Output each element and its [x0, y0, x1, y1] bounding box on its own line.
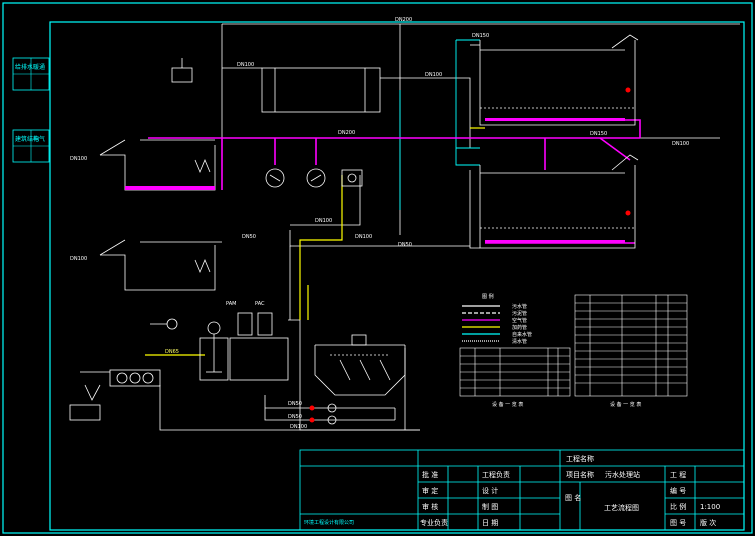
dosing-pump — [150, 318, 178, 330]
title-block — [299, 449, 745, 531]
stamp-cell: 给排水 — [15, 63, 33, 71]
table-caption: 设 备 一 览 表 — [492, 401, 523, 408]
grit-chamber-1 — [99, 139, 216, 191]
dosing-tank-top — [171, 58, 193, 83]
pipe-labels: DN200 DN150 DN100 DN200 DN100 DN150 DN10… — [70, 17, 689, 430]
dosing-pipes — [145, 127, 485, 356]
pipe-label: DN150 — [472, 33, 489, 39]
equipment-label: PAM — [226, 301, 236, 307]
legend-item: 空气管 — [512, 317, 527, 324]
stamp-cell: 建筑结构 — [15, 135, 39, 143]
bioreactor-2 — [479, 154, 639, 249]
sludge-pumps — [327, 403, 337, 425]
item-name-value: 污水处理站 — [605, 470, 640, 479]
pipe-label: DN100 — [315, 218, 332, 224]
chemical-box — [341, 169, 363, 187]
legend-title: 图 例 — [482, 293, 494, 300]
valves — [309, 87, 631, 423]
return-pipes — [399, 39, 480, 210]
pipe-label: DN200 — [338, 130, 355, 136]
pipe-label: DN50 — [288, 401, 302, 407]
mixing-tank — [199, 321, 229, 381]
grit-chamber-2 — [99, 239, 222, 291]
title-block-text: 工程名称 项目名称 污水处理站 图 名 工艺流程图 批 准 审 定 审 核 专业… — [304, 454, 720, 527]
pipe-label: DN150 — [590, 131, 607, 137]
pipe-label: DN100 — [355, 234, 372, 240]
reaction-tank — [229, 337, 289, 381]
sheet-no-label: 图 号 — [670, 519, 686, 527]
project-name-label: 工程名称 — [566, 454, 594, 463]
legend-item: 清水管 — [512, 338, 527, 345]
pam-tank — [237, 312, 253, 336]
pipe-label: DN100 — [70, 156, 87, 162]
blowers — [265, 168, 326, 188]
pipe-label: DN100 — [672, 141, 689, 147]
pipe-label: DN50 — [242, 234, 256, 240]
side-stamp: 给排水 暖通 建筑结构 电气 — [12, 57, 50, 163]
inner-frame — [49, 21, 745, 531]
bioreactor-1 — [479, 34, 639, 126]
legend-item: 自来水管 — [512, 331, 532, 338]
pipe-label: DN50 — [398, 242, 412, 248]
version-label: 版 次 — [700, 518, 716, 527]
clarifier — [314, 334, 406, 396]
drawing-name-value: 工艺流程图 — [604, 503, 639, 512]
right-equipment-table — [574, 294, 688, 397]
pipe-label: DN100 — [70, 256, 87, 262]
scale-label: 比 例 — [670, 502, 686, 511]
table-caption: 设 备 一 览 表 — [610, 401, 641, 408]
aeration-diffusers — [485, 118, 625, 243]
equipment-table — [459, 347, 571, 397]
check-label: 审 核 — [422, 502, 438, 511]
item-name-label: 项目名称 — [566, 470, 594, 479]
lead-label: 工程负责 — [482, 470, 510, 479]
legend-item: 加药管 — [512, 324, 527, 331]
pipe-label: DN65 — [165, 349, 179, 355]
drawing-name-label: 图 名 — [565, 493, 581, 502]
primary-tank — [261, 67, 381, 113]
filter-press — [69, 369, 161, 421]
stamp-cell: 电气 — [33, 135, 45, 143]
date-label: 日 期 — [482, 519, 498, 527]
drawing-label: 制 图 — [482, 502, 498, 511]
design-label: 设 计 — [482, 486, 498, 495]
air-pipes — [148, 119, 641, 244]
proj-no-label: 工 程 — [670, 470, 686, 479]
pipe-label: DN100 — [290, 424, 307, 430]
stamp-cell: 暖通 — [33, 63, 45, 71]
pipe-label: DN100 — [425, 72, 442, 78]
pipe-label: DN100 — [237, 62, 254, 68]
pipe-label: DN200 — [395, 17, 412, 23]
legend-item: 污水管 — [512, 303, 527, 310]
legend-item: 污泥管 — [512, 310, 527, 317]
review-label: 审 定 — [422, 486, 438, 495]
serial-label: 编 号 — [670, 486, 686, 495]
scale-value: 1:100 — [700, 503, 720, 511]
chief-label: 专业负责 — [420, 518, 448, 527]
pac-tank — [257, 312, 273, 336]
equipment-label: PAC — [255, 301, 265, 307]
pipe-label: DN50 — [288, 414, 302, 420]
legend: 图 例 污水管 污泥管 空气管 加药管 自来水管 清水管 — [462, 293, 532, 345]
process-pipes — [159, 23, 740, 431]
company-name: 环境工程设计有限公司 — [304, 519, 354, 526]
approve-label: 批 准 — [422, 470, 438, 479]
